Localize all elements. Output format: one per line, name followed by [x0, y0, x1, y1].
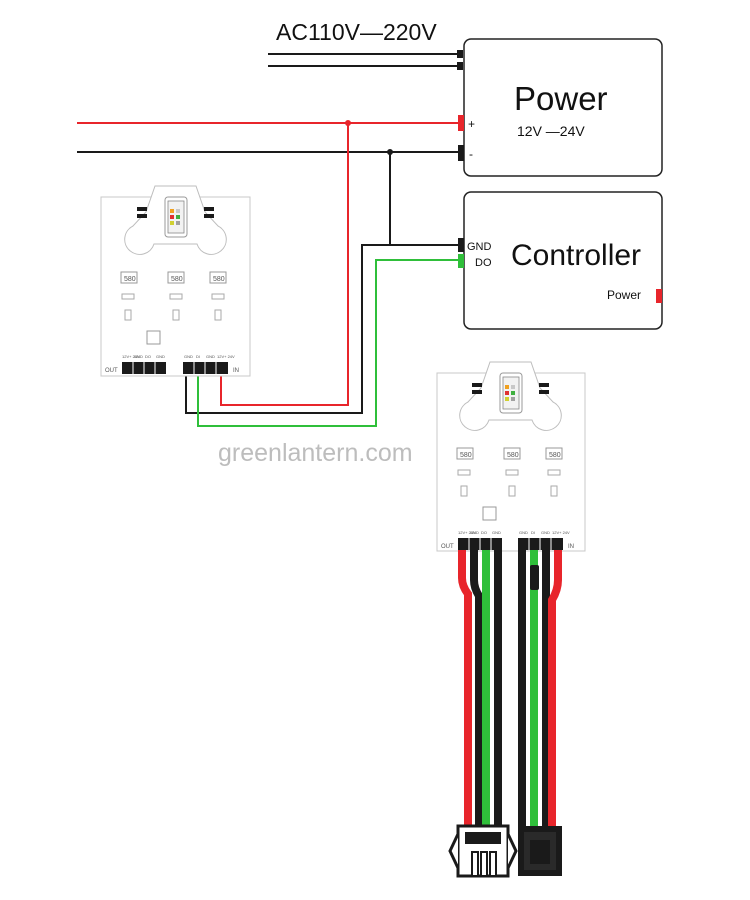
in-pin-2-3: GND — [541, 530, 550, 535]
power-supply-box: Power 12V —24V + - — [458, 38, 663, 177]
ic-chip-2 — [167, 271, 185, 284]
chip-label-1: 580 — [124, 276, 136, 283]
in-pin-1-2: DI — [196, 354, 200, 359]
ic-chip-2 — [503, 447, 521, 460]
male-plug-icon — [448, 824, 518, 878]
chip-label-2: 580 — [171, 276, 183, 283]
chip-label-3: 580 — [213, 276, 225, 283]
chip-label-2: 580 — [507, 452, 519, 459]
controller-box: Controller GND DO Power — [458, 191, 663, 330]
out-pin-1-4: GND — [156, 354, 165, 359]
led-module-2: 580 580 580 OUT IN 12V+ 24V GND DO GND G… — [436, 361, 586, 552]
controller-gnd-label: GND — [467, 241, 492, 253]
power-plus-terminal — [458, 115, 464, 131]
controller-gnd-wire — [389, 152, 458, 246]
power-minus-terminal — [458, 145, 464, 161]
out-pin-2-1: 12V+ 24V — [458, 530, 476, 535]
controller-power-label: Power — [607, 288, 641, 302]
module-red-wire — [220, 123, 349, 406]
in-pin-2-1: GND — [519, 530, 528, 535]
in-pin-1-1: GND — [184, 354, 193, 359]
controller-title: Controller — [511, 239, 641, 272]
in-pigtail-cable — [518, 550, 562, 826]
controller-do-label: DO — [475, 257, 492, 269]
out-label-1: OUT — [105, 368, 118, 374]
heat-shrink — [530, 565, 539, 590]
power-plus-sign: + — [468, 117, 475, 131]
female-plug-icon — [518, 826, 562, 876]
out-pin-1-3: DO — [145, 354, 151, 359]
in-label-2: IN — [568, 544, 574, 550]
led-lens-icon — [124, 185, 227, 255]
module-green-wire — [197, 259, 458, 427]
led-module-1: 580 580 580 OUT IN 12V+ 24V GND DO GND G… — [100, 185, 251, 377]
in-pin-1-4: 12V+ 24V — [217, 354, 235, 359]
ic-chip-1 — [456, 447, 474, 460]
mains-terminal-2 — [457, 62, 463, 70]
power-voltage: 12V —24V — [517, 123, 585, 139]
ic-chip-3 — [209, 271, 227, 284]
ic-chip-3 — [545, 447, 563, 460]
power-minus-sign: - — [469, 147, 473, 161]
chip-label-3: 580 — [549, 452, 561, 459]
watermark: greenlantern.com — [218, 439, 413, 467]
out-pigtail-cable — [458, 550, 502, 826]
out-pin-1-1: 12V+ 24V — [122, 354, 140, 359]
out-pin-2-3: DO — [481, 530, 487, 535]
in-pin-1-3: GND — [206, 354, 215, 359]
power-title: Power — [514, 80, 608, 117]
ic-chip-1 — [120, 271, 138, 284]
in-label-1: IN — [233, 368, 239, 374]
in-pin-2-2: DI — [531, 530, 535, 535]
controller-gnd-terminal — [458, 238, 464, 252]
module-black-wire — [185, 244, 390, 414]
out-label-2: OUT — [441, 544, 454, 550]
mains-label: AC110V—220V — [276, 19, 437, 45]
led-lens-icon — [459, 361, 562, 431]
controller-do-terminal — [458, 254, 464, 268]
mains-terminal-1 — [457, 50, 463, 58]
out-pin-2-4: GND — [492, 530, 501, 535]
out-pin-2-2: GND — [470, 530, 479, 535]
out-pin-1-2: GND — [134, 354, 143, 359]
in-pin-2-4: 12V+ 24V — [552, 530, 570, 535]
chip-label-1: 580 — [460, 452, 472, 459]
controller-power-terminal — [656, 289, 662, 303]
